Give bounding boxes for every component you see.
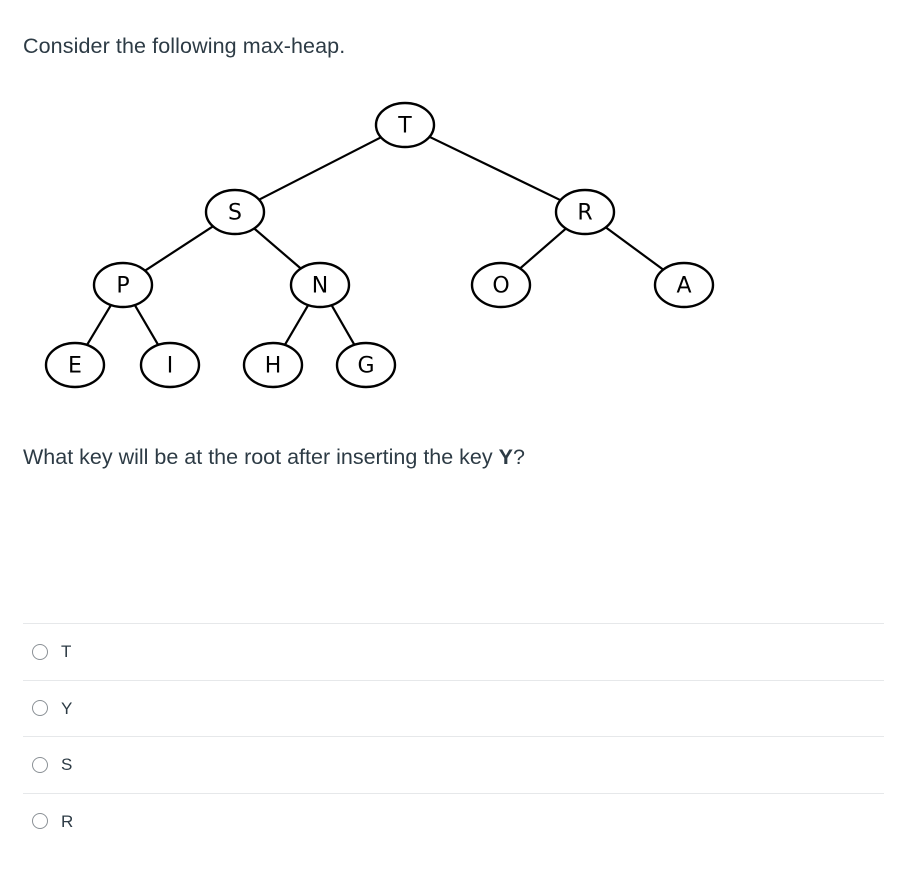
answer-option-r[interactable]: R: [23, 792, 884, 850]
tree-node-s: S: [204, 188, 266, 236]
answer-option-s[interactable]: S: [23, 736, 884, 793]
node-outline: [554, 188, 616, 236]
question-prefix: What key will be at the root after inser…: [23, 445, 499, 469]
answer-option-label: T: [61, 642, 72, 662]
answer-option-label: Y: [61, 698, 73, 718]
answer-options-list: T Y S R: [0, 623, 907, 849]
node-outline: [139, 341, 201, 389]
node-label: A: [676, 274, 691, 299]
node-outline: [335, 341, 397, 389]
node-outline: [289, 261, 351, 309]
node-label: R: [577, 201, 592, 226]
node-label: H: [265, 354, 282, 379]
node-outline: [470, 261, 532, 309]
node-label: T: [397, 114, 412, 139]
tree-edge-r-a: [605, 226, 664, 271]
tree-node-h: H: [242, 341, 304, 389]
max-heap-diagram: T S R P N O A E I H G: [0, 90, 760, 400]
tree-node-e: E: [44, 341, 106, 389]
radio-button-r[interactable]: [32, 813, 48, 830]
tree-node-i: I: [139, 341, 201, 389]
question-text: What key will be at the root after inser…: [23, 444, 525, 472]
answer-option-label: R: [61, 811, 74, 831]
tree-edges: [86, 135, 664, 346]
node-outline: [92, 261, 154, 309]
node-outline: [653, 261, 715, 309]
tree-edge-s-p: [144, 225, 214, 272]
answer-option-t[interactable]: T: [23, 623, 884, 680]
tree-node-g: G: [335, 341, 397, 389]
node-outline: [242, 341, 304, 389]
node-label: G: [357, 354, 374, 379]
node-outline: [374, 101, 436, 149]
tree-nodes: T S R P N O A E I H G: [44, 101, 715, 389]
tree-node-o: O: [470, 261, 532, 309]
radio-button-y[interactable]: [32, 700, 48, 717]
intro-text: Consider the following max-heap.: [23, 34, 346, 58]
binary-tree-svg: T S R P N O A E I H G: [44, 101, 715, 389]
radio-button-s[interactable]: [32, 756, 48, 773]
node-label: O: [492, 274, 509, 299]
tree-node-n: N: [289, 261, 351, 309]
node-outline: [204, 188, 266, 236]
tree-edge-r-o: [519, 227, 567, 270]
tree-node-r: R: [554, 188, 616, 236]
tree-edge-p-e: [86, 304, 112, 346]
node-label: P: [116, 274, 129, 299]
answer-option-y[interactable]: Y: [23, 679, 884, 737]
tree-edge-s-n: [253, 227, 302, 270]
node-label: I: [167, 354, 174, 379]
question-key: Y: [498, 445, 513, 469]
answer-option-label: S: [61, 755, 73, 775]
tree-edge-p-i: [133, 304, 160, 346]
node-label: E: [68, 354, 82, 379]
radio-button-t[interactable]: [32, 643, 48, 660]
node-label: S: [228, 201, 242, 226]
tree-edge-n-g: [330, 304, 356, 346]
question-suffix: ?: [512, 445, 525, 469]
node-label: N: [312, 274, 328, 299]
tree-node-p: P: [92, 261, 154, 309]
tree-node-a: A: [653, 261, 715, 309]
tree-node-t: T: [374, 101, 436, 149]
node-outline: [44, 341, 106, 389]
tree-edge-n-h: [283, 304, 310, 346]
tree-edge-t-r: [428, 135, 562, 202]
tree-edge-t-s: [258, 136, 382, 201]
